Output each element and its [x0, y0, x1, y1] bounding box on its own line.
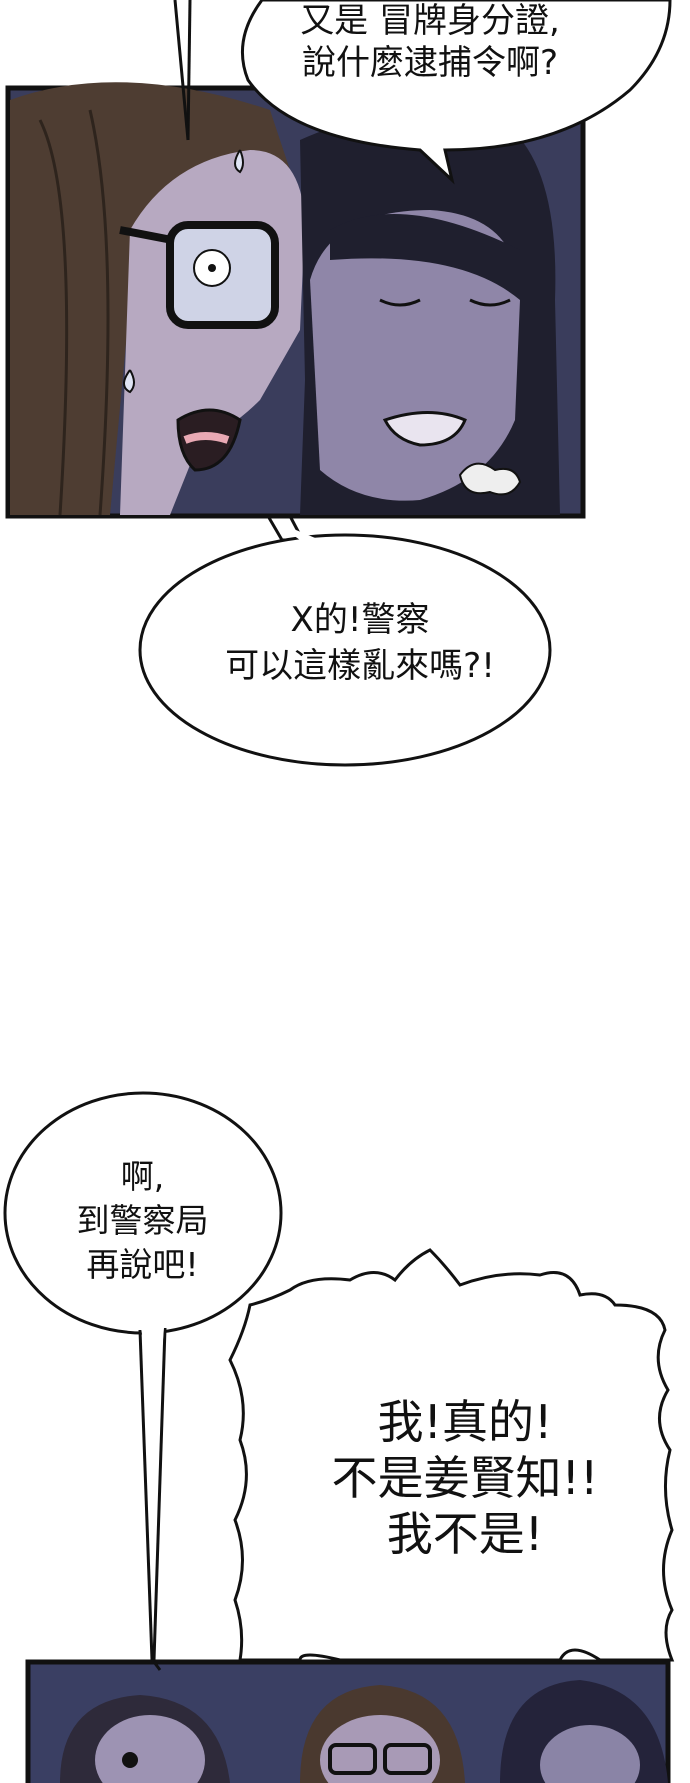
speech-bubble-top	[173, 0, 672, 185]
speech-line: 啊,	[120, 1157, 165, 1196]
speech-line: 說什麼逮捕令啊?	[301, 43, 559, 83]
shout-bubble	[228, 1248, 675, 1662]
speech-line: X的!警察	[290, 600, 430, 640]
speech-bubble-middle	[138, 515, 552, 767]
speech-bubble-left	[3, 1091, 283, 1661]
shout-text: 我!真的! 不是姜賢知!! 我不是!	[270, 1394, 660, 1562]
speech-line: 又是 冒牌身分證,	[300, 1, 560, 41]
shout-line: 不是姜賢知!!	[331, 1451, 599, 1505]
speech-text-left: 啊, 到警察局 再說吧!	[20, 1155, 265, 1287]
shout-line: 我不是!	[386, 1507, 544, 1561]
speech-line: 可以這樣亂來嗎?!	[225, 646, 495, 686]
panel-bottom	[25, 1659, 671, 1783]
speech-text-top: 又是 冒牌身分證, 說什麼逮捕令啊?	[230, 0, 630, 84]
shout-line: 我!真的!	[377, 1395, 553, 1449]
speech-line: 到警察局	[76, 1201, 209, 1240]
speech-line: 再說吧!	[86, 1245, 199, 1284]
speech-text-middle: X的!警察 可以這樣亂來嗎?!	[160, 597, 560, 689]
panel-top	[5, 82, 586, 519]
